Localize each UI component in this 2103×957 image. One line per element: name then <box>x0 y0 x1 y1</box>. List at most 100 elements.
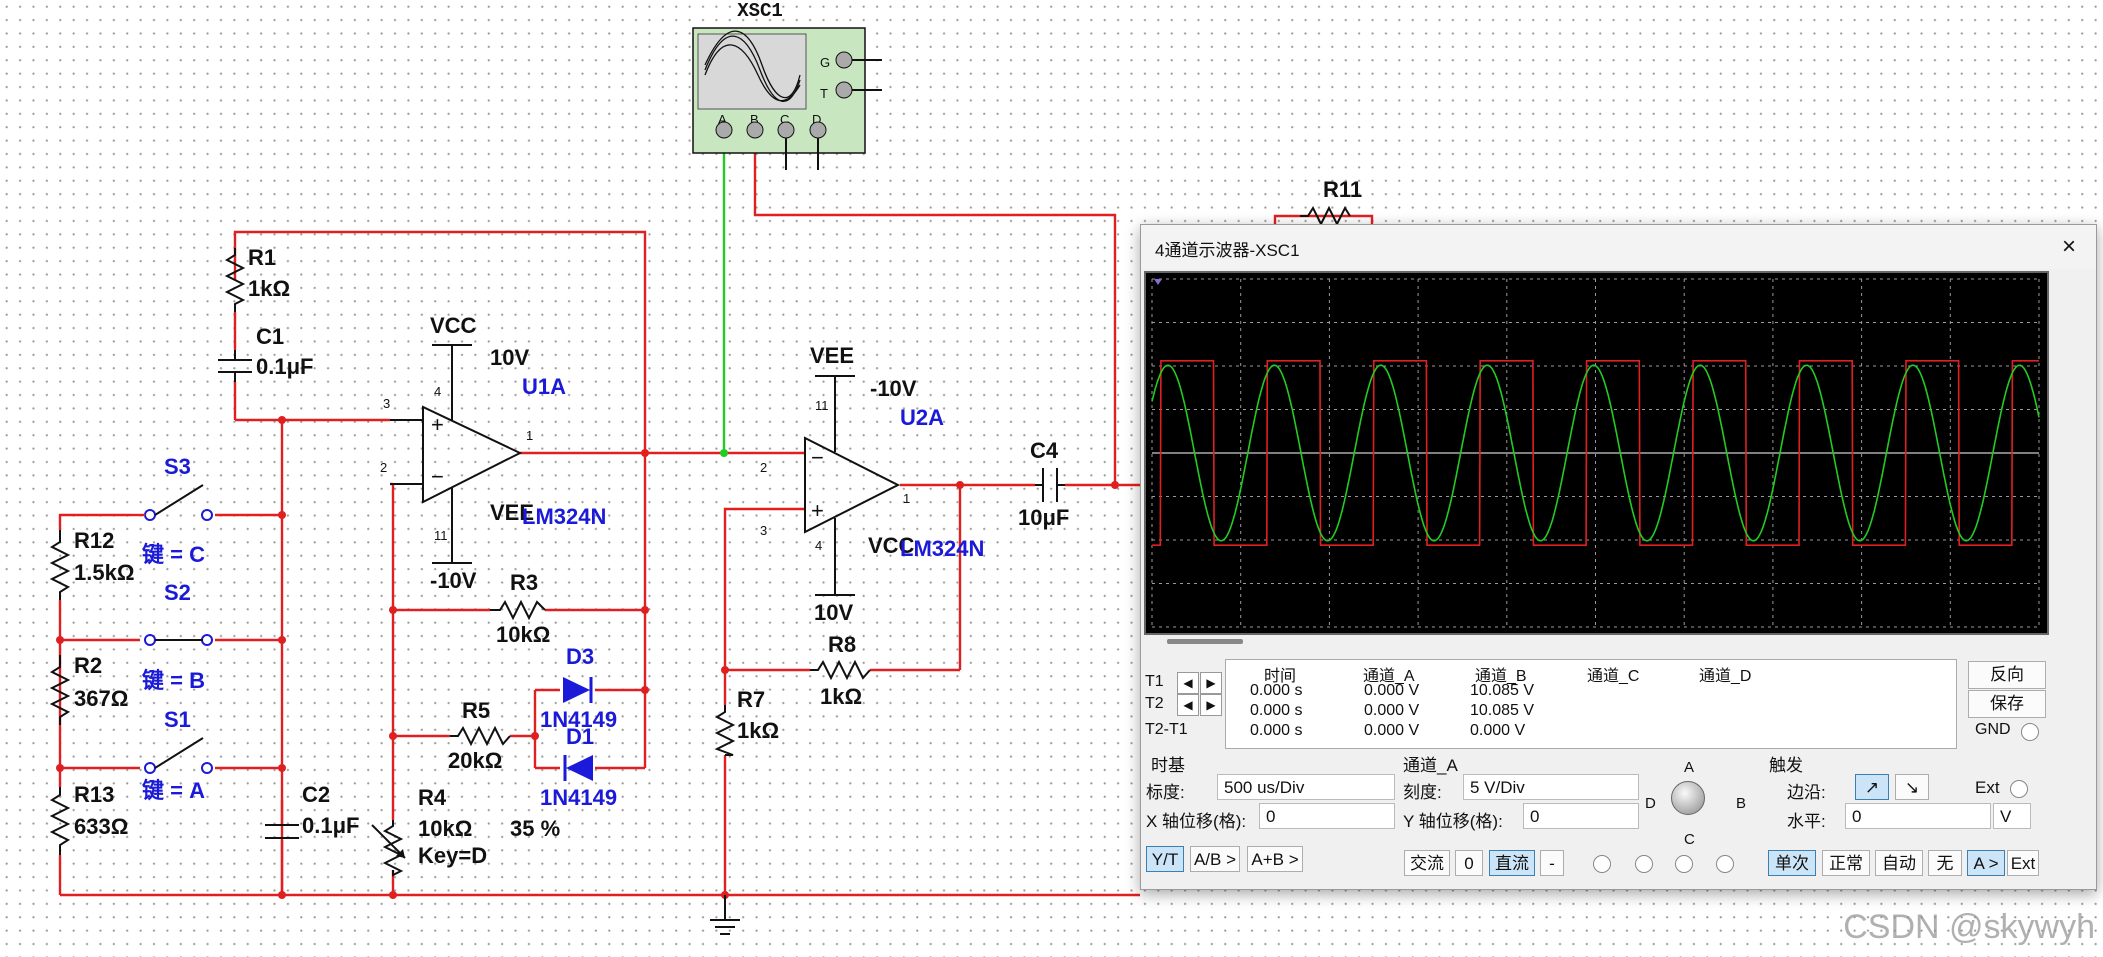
resistor-r11[interactable]: R11 <box>1300 177 1362 227</box>
svg-text:VCC: VCC <box>868 533 915 558</box>
t2-left-arrow-icon[interactable]: ◀ <box>1177 694 1199 716</box>
svg-text:键 = B: 键 = B <box>142 668 205 693</box>
switch-s3[interactable]: S3 键 = C <box>130 454 213 567</box>
ext-radio[interactable] <box>2010 780 2028 798</box>
oscilloscope-symbol[interactable]: XSC1 G T A B C D <box>692 0 882 170</box>
x-position-field[interactable]: 0 <box>1259 803 1395 829</box>
col-header-ch-d: 通道_D <box>1699 668 1752 685</box>
svg-text:1.5kΩ: 1.5kΩ <box>74 560 134 585</box>
svg-text:R4: R4 <box>418 785 447 810</box>
capacitor-c2[interactable]: C2 0.1μF <box>265 782 359 839</box>
window-titlebar[interactable]: 4通道示波器-XSC1 × <box>1141 225 2096 269</box>
oscilloscope-window[interactable]: 4通道示波器-XSC1 × T1 ◀ ▶ T2 ◀ ▶ T2-T1 时间 通道_… <box>1140 224 2097 890</box>
pin-a-label: A <box>718 112 727 127</box>
table-cell: 0.000 s <box>1250 722 1303 739</box>
resistor-r8[interactable]: R8 1kΩ <box>810 632 871 709</box>
pin-b-label: B <box>750 112 759 127</box>
single-trigger-button[interactable]: 单次 <box>1768 850 1816 876</box>
y-position-field[interactable]: 0 <box>1523 803 1639 829</box>
t1-left-arrow-icon[interactable]: ◀ <box>1177 672 1199 694</box>
resistor-r3[interactable]: R3 10kΩ <box>490 570 550 647</box>
svg-text:1: 1 <box>903 491 910 506</box>
timebase-scale-field[interactable]: 500 us/Div <box>1217 774 1395 800</box>
invert-button[interactable]: - <box>1540 850 1564 876</box>
trigger-source-a-button[interactable]: A > <box>1967 850 2005 876</box>
rising-edge-icon[interactable]: ↗ <box>1855 774 1889 800</box>
svg-text:3: 3 <box>760 523 767 538</box>
channel-c-radio[interactable] <box>1675 855 1693 873</box>
dc-coupling-button[interactable]: 直流 <box>1489 850 1535 876</box>
svg-text:U2A: U2A <box>900 405 944 430</box>
trigger-level-unit[interactable]: V <box>1993 803 2031 829</box>
svg-text:C2: C2 <box>302 782 330 807</box>
capacitor-c4[interactable]: C4 10μF <box>1018 438 1069 530</box>
scroll-thumb[interactable] <box>1167 639 1243 644</box>
auto-trigger-button[interactable]: 自动 <box>1875 850 1923 876</box>
resistor-r13[interactable]: R13 633Ω <box>49 782 128 855</box>
switch-s1[interactable]: S1 键 = A <box>142 707 213 803</box>
svg-text:−: − <box>811 445 824 470</box>
svg-text:C4: C4 <box>1030 438 1059 463</box>
scope-display[interactable] <box>1144 271 2049 635</box>
circuit-wires <box>58 135 1374 897</box>
resistor-r5[interactable]: R5 20kΩ <box>448 698 511 773</box>
diode-d1[interactable]: D1 1N4149 <box>540 724 617 810</box>
svg-text:2: 2 <box>760 460 767 475</box>
t1-label: T1 <box>1145 673 1164 690</box>
horizontal-scrollbar[interactable] <box>1145 637 2045 647</box>
channel-title: 通道_A <box>1403 756 1458 775</box>
ac-coupling-button[interactable]: 交流 <box>1404 850 1450 876</box>
potentiometer-r4[interactable]: R4 10kΩ Key=D 35 % <box>371 785 560 877</box>
reverse-button[interactable]: 反向 <box>1968 661 2046 689</box>
t1-right-arrow-icon[interactable]: ▶ <box>1200 672 1222 694</box>
trigger-level-field[interactable]: 0 <box>1845 803 1991 829</box>
falling-edge-icon[interactable]: ↘ <box>1895 774 1929 800</box>
diode-d3[interactable]: D3 1N4149 <box>540 644 617 732</box>
table-cell: 0.000 V <box>1364 722 1420 739</box>
scale-label: 标度: <box>1146 783 1185 802</box>
watermark: CSDN @skywyh <box>1843 908 2095 946</box>
svg-text:+: + <box>431 412 444 437</box>
svg-text:35 %: 35 % <box>510 816 560 841</box>
x-position-label: X 轴位移(格): <box>1146 812 1247 831</box>
svg-text:S1: S1 <box>164 707 191 732</box>
channel-b-radio[interactable] <box>1635 855 1653 873</box>
resistor-r1[interactable]: R1 1kΩ <box>224 245 290 312</box>
zero-coupling-button[interactable]: 0 <box>1455 850 1483 876</box>
t2-right-arrow-icon[interactable]: ▶ <box>1200 694 1222 716</box>
svg-text:-10V: -10V <box>430 568 477 593</box>
channel-select-knob-icon[interactable] <box>1671 781 1705 815</box>
save-button[interactable]: 保存 <box>1968 690 2046 718</box>
capacitor-c1[interactable]: C1 0.1μF <box>218 324 313 382</box>
ext-label: Ext <box>1975 778 2000 797</box>
resistor-r12[interactable]: R12 1.5kΩ <box>49 528 134 600</box>
close-icon[interactable]: × <box>2061 233 2076 260</box>
svg-text:1kΩ: 1kΩ <box>248 276 290 301</box>
pin-c-label: C <box>780 112 789 127</box>
none-trigger-button[interactable]: 无 <box>1928 850 1962 876</box>
switch-s2[interactable]: S2 键 = B <box>142 580 213 693</box>
col-header-ch-a: 通道_A <box>1363 668 1415 685</box>
window-title: 4通道示波器-XSC1 <box>1155 241 1300 260</box>
yt-mode-button[interactable]: Y/T <box>1146 846 1184 872</box>
gnd-radio[interactable] <box>2021 723 2039 741</box>
svg-text:10kΩ: 10kΩ <box>418 816 472 841</box>
trigger-marker <box>1154 279 1162 285</box>
col-header-ch-c: 通道_C <box>1587 668 1640 685</box>
opamp-u2a[interactable]: − + VEE -10V U2A VCC LM324N 10V 2 3 1 11… <box>760 343 984 625</box>
opamp-u1a[interactable]: + − VCC 10V U1A VEE LM324N -10V 3 2 1 4 … <box>380 313 606 593</box>
resistor-r2[interactable]: R2 367Ω <box>49 653 128 725</box>
trigger-source-ext-button[interactable]: Ext <box>2007 850 2039 876</box>
svg-text:-10V: -10V <box>870 376 917 401</box>
channel-d-radio[interactable] <box>1716 855 1734 873</box>
channel-a-radio[interactable] <box>1593 855 1611 873</box>
normal-trigger-button[interactable]: 正常 <box>1822 850 1870 876</box>
ab-mode-button[interactable]: A/B > <box>1190 846 1240 872</box>
a-plus-b-mode-button[interactable]: A+B > <box>1247 846 1303 872</box>
channel-scale-field[interactable]: 5 V/Div <box>1463 774 1639 800</box>
svg-text:LM324N: LM324N <box>522 504 606 529</box>
svg-text:10V: 10V <box>814 600 853 625</box>
scope-name-label: XSC1 <box>737 0 783 22</box>
resistor-r7[interactable]: R7 1kΩ <box>714 687 779 756</box>
